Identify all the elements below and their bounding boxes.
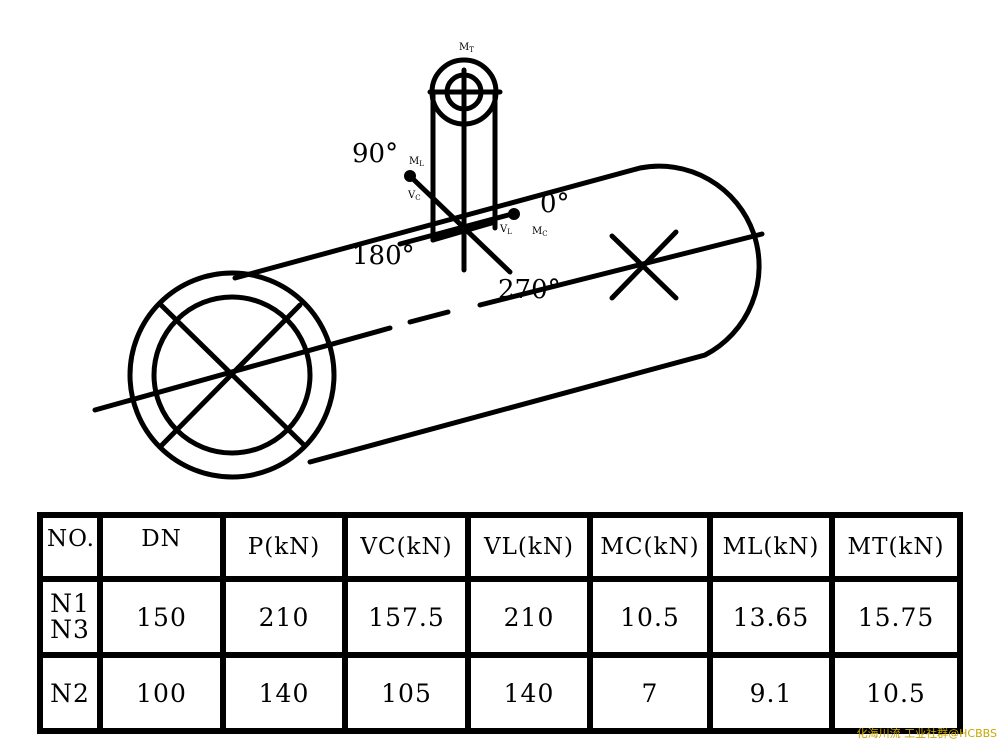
angle-180-label: 180° bbox=[352, 241, 415, 271]
header-ml: ML(kN) bbox=[707, 512, 835, 582]
header-mt: MT(kN) bbox=[829, 512, 963, 582]
cell-mt: 10.5 bbox=[829, 652, 963, 734]
pipe-centerline-left bbox=[92, 325, 393, 413]
cell-ml: 9.1 bbox=[707, 652, 835, 734]
header-vc: VC(kN) bbox=[342, 512, 471, 582]
cell-no: N2 bbox=[37, 652, 103, 734]
mt-label: MT bbox=[459, 42, 474, 54]
pipe-end-inner-ring bbox=[151, 294, 313, 456]
cell-ml: 13.65 bbox=[707, 576, 835, 658]
watermark-text: 化海川流 工业社群@HCBBS bbox=[856, 727, 997, 740]
table-row: N1 N3 150 210 157.5 210 10.5 13.65 15.75 bbox=[37, 576, 963, 658]
cell-mc: 10.5 bbox=[587, 576, 713, 658]
pipe-end-cross-b bbox=[157, 302, 303, 450]
ml-point-marker bbox=[404, 170, 416, 182]
header-no: NO. bbox=[37, 512, 103, 582]
far-end-cross-b bbox=[609, 229, 679, 301]
vl-label: VL bbox=[499, 224, 512, 236]
angle-0-label: 0° bbox=[540, 189, 570, 219]
cell-no: N1 N3 bbox=[37, 576, 103, 658]
cell-dn: 150 bbox=[97, 576, 226, 658]
pipe-centerline-dash bbox=[407, 309, 451, 325]
ml-label: ML bbox=[409, 156, 424, 168]
mc-point-marker bbox=[508, 208, 520, 220]
cell-vc: 157.5 bbox=[342, 576, 471, 658]
header-p: P(kN) bbox=[220, 512, 348, 582]
pipe-centerline-right bbox=[477, 231, 765, 308]
cell-dn: 100 bbox=[97, 652, 226, 734]
axis-90-270 bbox=[409, 175, 513, 275]
pipe-body-outline bbox=[232, 163, 762, 465]
header-dn: DN bbox=[97, 512, 226, 582]
angle-270-label: 270° bbox=[498, 275, 561, 305]
header-mc: MC(kN) bbox=[587, 512, 713, 582]
cell-p: 210 bbox=[220, 576, 348, 658]
cell-vc: 105 bbox=[342, 652, 471, 734]
angle-90-label: 90° bbox=[352, 139, 398, 169]
cell-mt: 15.75 bbox=[829, 576, 963, 658]
table-header-row: NO. DN P(kN) VC(kN) VL(kN) MC(kN) ML(kN)… bbox=[37, 512, 963, 582]
cell-mc: 7 bbox=[587, 652, 713, 734]
vc-label: VC bbox=[407, 190, 421, 202]
axis-180-0 bbox=[397, 211, 515, 247]
nozzle-load-diagram: 90° 0° 180° 270° MT ML VC VL MC bbox=[92, 42, 765, 480]
table-row: N2 100 140 105 140 7 9.1 10.5 bbox=[37, 652, 963, 734]
cell-vl: 140 bbox=[465, 652, 593, 734]
pipe-end-outer-ring bbox=[127, 270, 337, 480]
nozzle-load-table: NO. DN P(kN) VC(kN) VL(kN) MC(kN) ML(kN)… bbox=[37, 512, 963, 734]
mc-label: MC bbox=[532, 226, 548, 238]
cell-vl: 210 bbox=[465, 576, 593, 658]
header-vl: VL(kN) bbox=[465, 512, 593, 582]
cell-p: 140 bbox=[220, 652, 348, 734]
